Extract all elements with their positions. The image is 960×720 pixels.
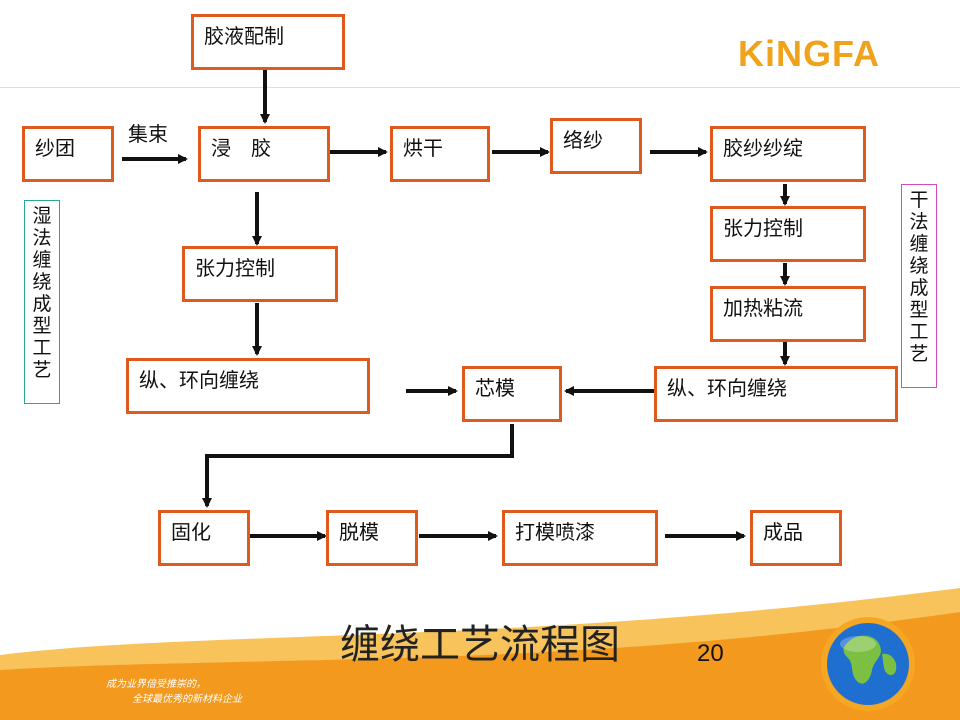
node-wind-right: 纵、环向缠绕 xyxy=(654,366,898,422)
node-tension-left: 张力控制 xyxy=(182,246,338,302)
slogan-line-2: 全球最优秀的新材料企业 xyxy=(132,690,242,705)
diagram-caption: 缠绕工艺流程图 xyxy=(0,620,960,670)
node-dip: 浸 胶 xyxy=(198,126,330,182)
node-glue-mix: 胶液配制 xyxy=(191,14,345,70)
dry-process-label: 干法缠绕成型工艺 xyxy=(901,184,937,388)
node-heat-flow: 加热粘流 xyxy=(710,286,866,342)
node-cure: 固化 xyxy=(158,510,250,566)
node-wind-left: 纵、环向缠绕 xyxy=(126,358,370,414)
node-demold: 脱模 xyxy=(326,510,418,566)
arrow-core-to-cure xyxy=(207,424,512,506)
page-number: 20 xyxy=(697,640,724,668)
node-wind-yarn: 络纱 xyxy=(550,118,642,174)
wet-process-label: 湿法缠绕成型工艺 xyxy=(24,200,60,404)
node-core: 芯模 xyxy=(462,366,562,422)
node-tension-right: 张力控制 xyxy=(710,206,866,262)
node-polish-paint: 打模喷漆 xyxy=(502,510,658,566)
edge-label-bundle: 集束 xyxy=(128,118,168,147)
node-dry: 烘干 xyxy=(390,126,490,182)
slogan-line-1: 成为业界倍受推崇的， xyxy=(106,675,206,690)
node-glued-spindle: 胶纱纱绽 xyxy=(710,126,866,182)
node-yarn-ball: 纱团 xyxy=(22,126,114,182)
globe-icon xyxy=(818,614,918,714)
node-product: 成品 xyxy=(750,510,842,566)
